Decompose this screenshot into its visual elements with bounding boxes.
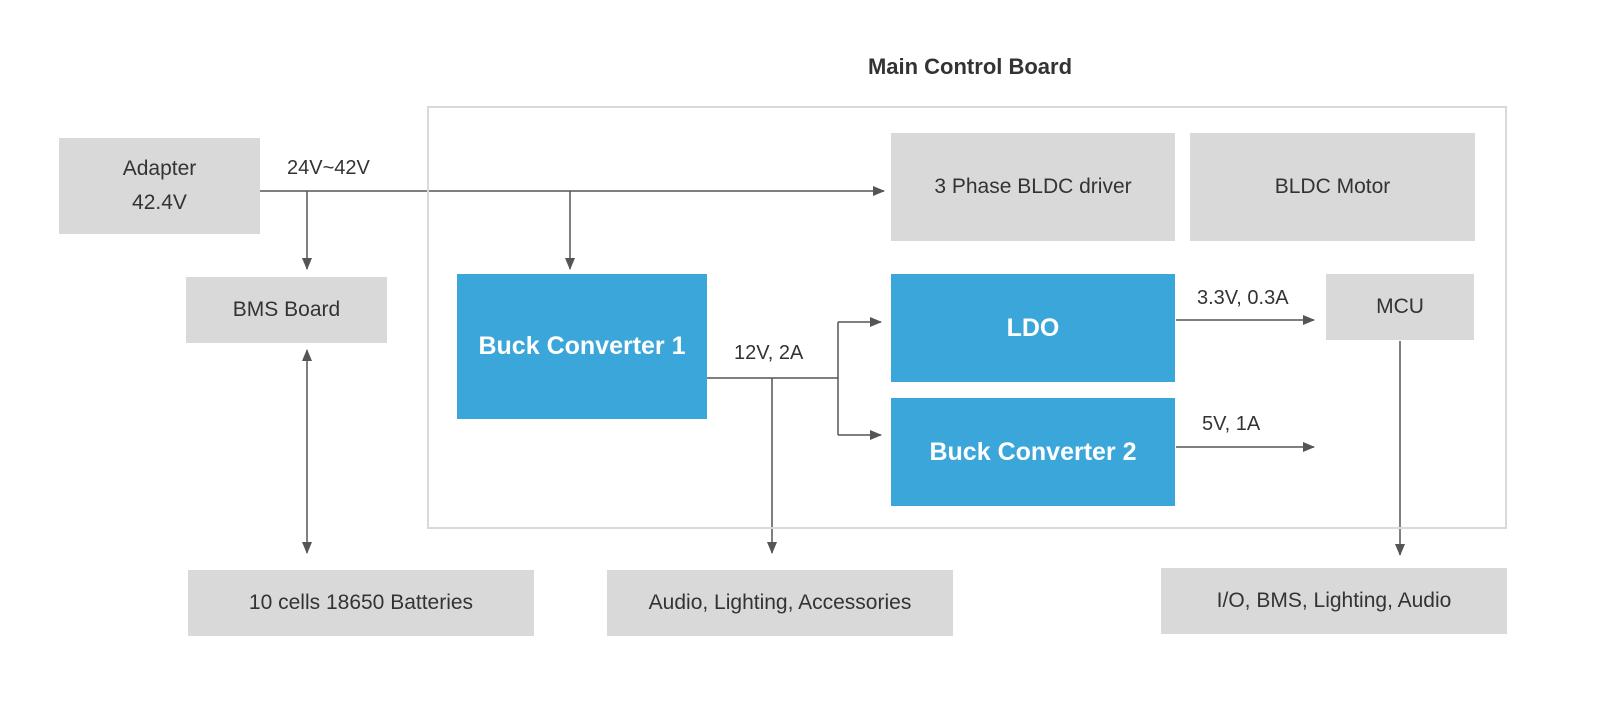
adapter-block: Adapter 42.4V (59, 138, 260, 234)
buck-converter-2-block: Buck Converter 2 (891, 398, 1175, 506)
adapter-voltage: 42.4V (132, 191, 187, 214)
accessories-block: Audio, Lighting, Accessories (607, 570, 953, 636)
buck2-output-label: 5V, 1A (1202, 413, 1261, 435)
ldo-output-label: 3.3V, 0.3A (1197, 287, 1289, 309)
io-block: I/O, BMS, Lighting, Audio (1161, 568, 1507, 634)
adapter-label: Adapter (122, 157, 197, 180)
buck1-output-label: 12V, 2A (734, 342, 804, 364)
input-voltage-label: 24V~42V (287, 157, 370, 179)
ldo-block: LDO (891, 274, 1175, 382)
bldc-driver-block: 3 Phase BLDC driver (891, 133, 1175, 241)
main-control-board-frame (427, 106, 1507, 529)
batteries-block: 10 cells 18650 Batteries (188, 570, 534, 636)
buck-converter-1-block: Buck Converter 1 (457, 274, 707, 419)
diagram-title: Main Control Board (867, 54, 1073, 79)
bms-board-block: BMS Board (186, 277, 387, 343)
mcu-block: MCU (1326, 274, 1474, 340)
bldc-motor-block: BLDC Motor (1190, 133, 1475, 241)
